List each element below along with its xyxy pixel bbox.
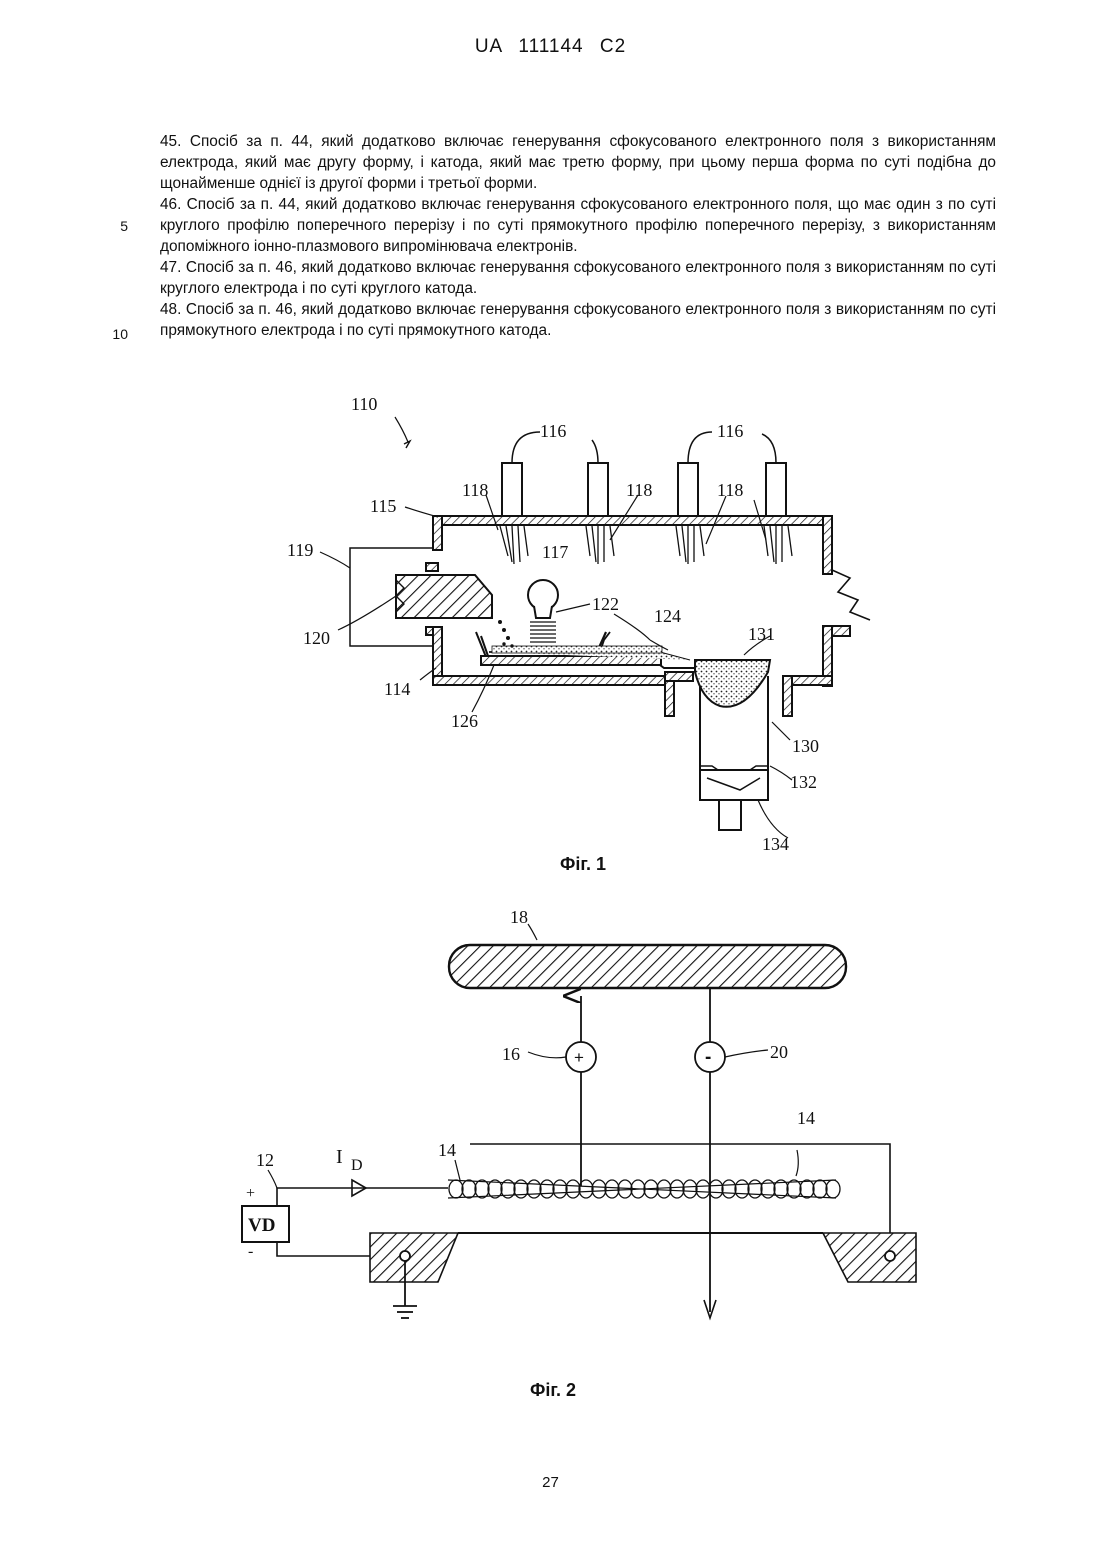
coil-loop — [813, 1180, 827, 1198]
coil-loop — [787, 1180, 801, 1198]
label-134: 134 — [762, 834, 789, 854]
coil-loop — [540, 1180, 554, 1198]
label-110: 110 — [351, 394, 377, 414]
figure-1-caption: Фіг. 1 — [483, 854, 683, 875]
coil-loop — [462, 1180, 476, 1198]
supply-plus-sign: + — [574, 1048, 584, 1067]
vd-minus-terminal: - — [248, 1243, 253, 1260]
coil-loop — [657, 1180, 671, 1198]
label-116-a: 116 — [540, 421, 566, 441]
label-120: 120 — [303, 628, 330, 648]
coil-loop — [735, 1180, 749, 1198]
coil-loop — [696, 1180, 710, 1198]
label-16: 16 — [502, 1044, 520, 1064]
coil-loop — [683, 1180, 697, 1198]
label-14-a: 14 — [438, 1140, 456, 1160]
label-118-a: 118 — [462, 480, 488, 500]
coil-loop — [553, 1180, 567, 1198]
coil-loop — [748, 1180, 762, 1198]
coil-loop — [826, 1180, 840, 1198]
figure-1-labels: 110 116 116 118 118 118 115 117 119 120 … — [287, 394, 819, 854]
label-130: 130 — [792, 736, 819, 756]
label-116-b: 116 — [717, 421, 743, 441]
label-117: 117 — [542, 542, 568, 562]
label-14-b: 14 — [797, 1108, 815, 1128]
label-118-b: 118 — [626, 480, 652, 500]
label-124: 124 — [654, 606, 681, 626]
figure-1-drawing — [320, 417, 870, 838]
label-20: 20 — [770, 1042, 788, 1062]
label-12: 12 — [256, 1150, 274, 1170]
label-18: 18 — [510, 907, 528, 927]
label-115: 115 — [370, 496, 396, 516]
coil-loop — [605, 1180, 619, 1198]
coil-loop — [475, 1180, 489, 1198]
label-132: 132 — [790, 772, 817, 792]
current-label-I: I — [336, 1146, 343, 1168]
coil-loop — [566, 1180, 580, 1198]
coil-loop — [514, 1180, 528, 1198]
vd-plus-terminal: + — [246, 1185, 255, 1202]
label-114: 114 — [384, 679, 410, 699]
coil-loop — [592, 1180, 606, 1198]
coil-loop — [449, 1180, 463, 1198]
label-131: 131 — [748, 624, 775, 644]
coil-loop — [527, 1180, 541, 1198]
label-119: 119 — [287, 540, 313, 560]
coil-loop — [579, 1180, 593, 1198]
coil-loop — [670, 1180, 684, 1198]
label-122: 122 — [592, 594, 619, 614]
label-VD: VD — [248, 1215, 275, 1236]
label-126: 126 — [451, 711, 478, 731]
coil-loop — [709, 1180, 723, 1198]
page-number: 27 — [0, 1474, 1101, 1491]
coil-loop — [722, 1180, 736, 1198]
figure-2-caption: Фіг. 2 — [453, 1380, 653, 1401]
coil-loop — [800, 1180, 814, 1198]
current-label-D: D — [351, 1157, 363, 1174]
label-118-c: 118 — [717, 480, 743, 500]
supply-minus-sign: - — [705, 1047, 711, 1068]
